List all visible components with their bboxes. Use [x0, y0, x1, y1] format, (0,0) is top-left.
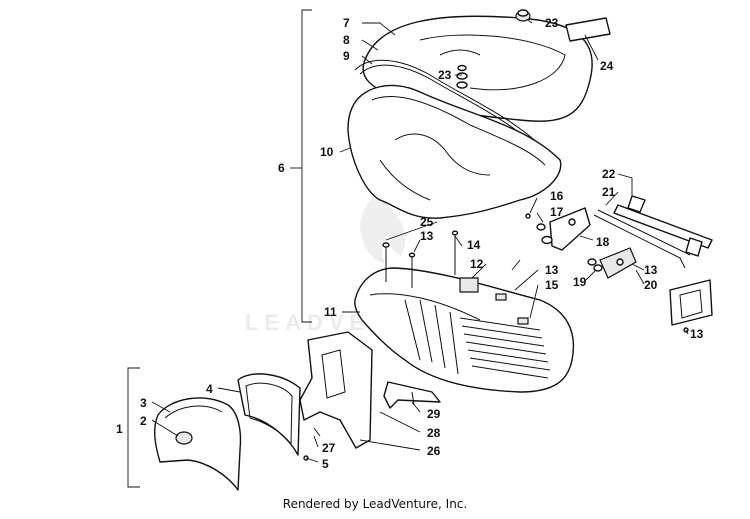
callout-15: 15	[545, 278, 559, 292]
part-16-17-washers	[525, 213, 553, 245]
callout-24: 24	[600, 59, 614, 73]
callout-8: 8	[343, 33, 350, 47]
callout-16: 16	[550, 189, 564, 203]
bracket-6	[301, 9, 312, 323]
part-26-back-panel	[299, 331, 373, 449]
part-23-cap	[515, 9, 531, 22]
callout-20: 20	[644, 278, 658, 292]
callout-6: 6	[278, 161, 285, 175]
callout-13-b: 13	[545, 263, 559, 277]
bracket-1	[127, 367, 140, 488]
part-9-seal	[354, 59, 556, 161]
callout-11: 11	[324, 305, 337, 319]
callout-18: 18	[596, 235, 610, 249]
callout-23-a: 23	[545, 16, 559, 30]
part-25-bolt	[382, 242, 390, 282]
part-4-frame	[237, 373, 301, 456]
part-12-plate	[459, 277, 479, 293]
callout-13-c: 13	[644, 263, 658, 277]
leader-lines	[151, 19, 689, 463]
callout-17: 17	[550, 205, 564, 219]
callout-21: 21	[602, 185, 616, 199]
callout-5: 5	[322, 457, 329, 471]
part-15-bracket-hardware	[495, 293, 529, 325]
callout-4: 4	[206, 382, 213, 396]
callout-29: 29	[427, 407, 441, 421]
part-21-rod	[593, 214, 686, 269]
callout-13-d: 13	[690, 327, 704, 341]
callout-3: 3	[140, 396, 147, 410]
callout-13-a: 13	[420, 229, 434, 243]
callout-19: 19	[573, 275, 587, 289]
callout-12: 12	[470, 257, 484, 271]
part-2-badge	[175, 431, 193, 445]
callout-25: 25	[420, 215, 434, 229]
callout-9: 9	[343, 49, 350, 63]
part-3-backrest-pad	[153, 397, 242, 491]
callout-10: 10	[320, 145, 334, 159]
callout-22: 22	[602, 167, 616, 181]
callout-1: 1	[116, 422, 123, 436]
part-23-rings	[456, 64, 468, 89]
callout-28: 28	[427, 426, 441, 440]
part-10-upper-shell	[347, 84, 562, 219]
part-11-lower-tub	[354, 267, 575, 393]
part-20-latch	[599, 247, 637, 279]
callout-7: 7	[343, 16, 350, 30]
callouts: 1 2 3 4 5 6 7 8 9 10 11 12 13 13 13 13 1…	[116, 16, 704, 471]
part-22-rail	[597, 195, 713, 257]
part-14-bolt	[451, 230, 459, 275]
callout-26: 26	[427, 444, 441, 458]
footer-credit: Rendered by LeadVenture, Inc.	[282, 497, 468, 511]
part-13-bolt-a	[408, 252, 416, 288]
part-19-washers	[587, 258, 603, 272]
callout-14: 14	[467, 238, 481, 252]
part-27-screw	[313, 427, 321, 437]
callout-27: 27	[322, 441, 336, 455]
part-13-rear-bracket	[669, 279, 713, 333]
part-29-line	[411, 391, 415, 406]
callout-2: 2	[140, 414, 147, 428]
callout-23-b: 23	[438, 68, 452, 82]
part-24-decal	[565, 17, 611, 42]
